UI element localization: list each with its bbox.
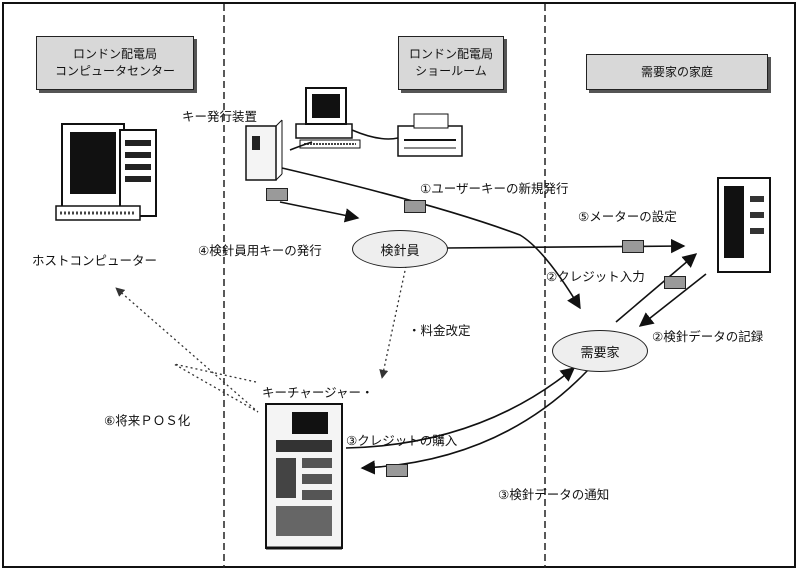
key-card-icon bbox=[622, 240, 644, 253]
header-computer-center: ロンドン配電局 コンピュータセンター bbox=[36, 36, 194, 90]
key-card-icon bbox=[404, 200, 426, 213]
header-computer-center-line1: ロンドン配電局 bbox=[72, 47, 157, 61]
label-meter-data-record: ②検針データの記録 bbox=[652, 329, 764, 344]
label-rate-change: ・料金改定 bbox=[408, 323, 471, 338]
meter-reader-node: 検針員 bbox=[352, 230, 448, 268]
meter-icon bbox=[717, 177, 771, 273]
label-reader-key-issue: ④検針員用キーの発行 bbox=[198, 243, 322, 258]
key-card-icon bbox=[266, 188, 288, 201]
arrow-rate-change bbox=[379, 265, 407, 379]
customer-node: 需要家 bbox=[552, 330, 648, 372]
header-showroom-line2: ショールーム bbox=[415, 64, 487, 78]
arrow-meter-data-notice bbox=[360, 369, 589, 475]
key-card-icon bbox=[664, 276, 686, 289]
showroom-pc-icon bbox=[295, 87, 361, 149]
arrow-customer-to-meter bbox=[615, 253, 698, 323]
key-issuer-icon bbox=[245, 119, 283, 181]
printer-icon bbox=[397, 113, 463, 157]
header-home-text: 需要家の家庭 bbox=[640, 64, 713, 79]
label-credit-input: ②クレジット入力 bbox=[546, 269, 645, 284]
arrow-new-user-key bbox=[281, 167, 581, 310]
header-showroom-line1: ロンドン配電局 bbox=[408, 47, 493, 61]
host-computer-icon bbox=[55, 123, 157, 221]
label-credit-purchase: ③クレジットの購入 bbox=[346, 433, 458, 448]
arrow-credit-purchase bbox=[345, 367, 576, 449]
header-home: 需要家の家庭 bbox=[586, 54, 768, 90]
label-key-charger: キーチャージャー・ bbox=[262, 385, 374, 400]
meter-reader-label: 検針員 bbox=[380, 243, 420, 259]
label-new-user-key: ①ユーザーキーの新規発行 bbox=[420, 181, 569, 196]
label-host-computer: ホストコンピューター bbox=[32, 253, 158, 268]
arrow-future-pos bbox=[115, 287, 259, 413]
arrow-reader-to-meter bbox=[445, 238, 686, 254]
customer-label: 需要家 bbox=[580, 345, 620, 361]
label-future-pos: ⑥将来ＰＯＳ化 bbox=[104, 413, 191, 428]
key-charger-icon bbox=[265, 403, 343, 550]
arrow-meter-to-customer bbox=[638, 273, 707, 327]
label-key-issuer: キー発行装置 bbox=[182, 109, 258, 124]
arrow-key-to-reader bbox=[279, 201, 360, 223]
label-meter-setting: ⑤メーターの設定 bbox=[578, 209, 677, 224]
header-showroom: ロンドン配電局 ショールーム bbox=[398, 36, 504, 90]
key-card-icon bbox=[386, 464, 408, 477]
label-meter-data-notice: ③検針データの通知 bbox=[498, 487, 610, 502]
header-computer-center-line2: コンピュータセンター bbox=[54, 64, 175, 78]
